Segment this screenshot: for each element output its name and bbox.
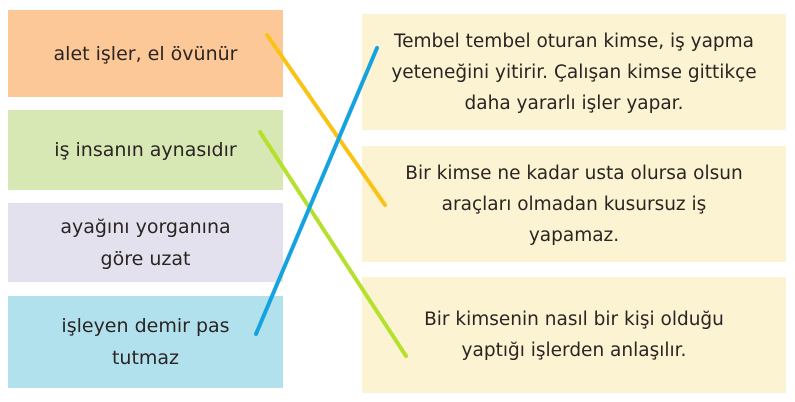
- proverb-text: iş insanın aynasıdır: [54, 139, 237, 161]
- proverb-card-4[interactable]: işleyen demir pas tutmaz: [8, 296, 283, 388]
- proverb-text: alet işler, el övünür: [53, 42, 238, 65]
- proverb-text: işleyen demir pas tutmaz: [61, 315, 230, 369]
- meaning-text: Bir kimse ne kadar usta olursa olsun ara…: [405, 162, 743, 246]
- meaning-card-3[interactable]: Bir kimsenin nasıl bir kişi olduğu yaptı…: [362, 277, 786, 393]
- proverb-card-2[interactable]: iş insanın aynasıdır: [8, 110, 283, 190]
- meaning-card-1[interactable]: Tembel tembel oturan kimse, iş yapma yet…: [362, 14, 786, 130]
- meaning-card-2[interactable]: Bir kimse ne kadar usta olursa olsun ara…: [362, 146, 786, 262]
- meaning-text: Tembel tembel oturan kimse, iş yapma yet…: [391, 30, 757, 114]
- proverb-card-1[interactable]: alet işler, el övünür: [8, 10, 283, 97]
- proverb-card-3[interactable]: ayağını yorganına göre uzat: [8, 203, 283, 282]
- meaning-text: Bir kimsenin nasıl bir kişi olduğu yaptı…: [424, 309, 724, 361]
- proverb-text: ayağını yorganına göre uzat: [60, 215, 231, 270]
